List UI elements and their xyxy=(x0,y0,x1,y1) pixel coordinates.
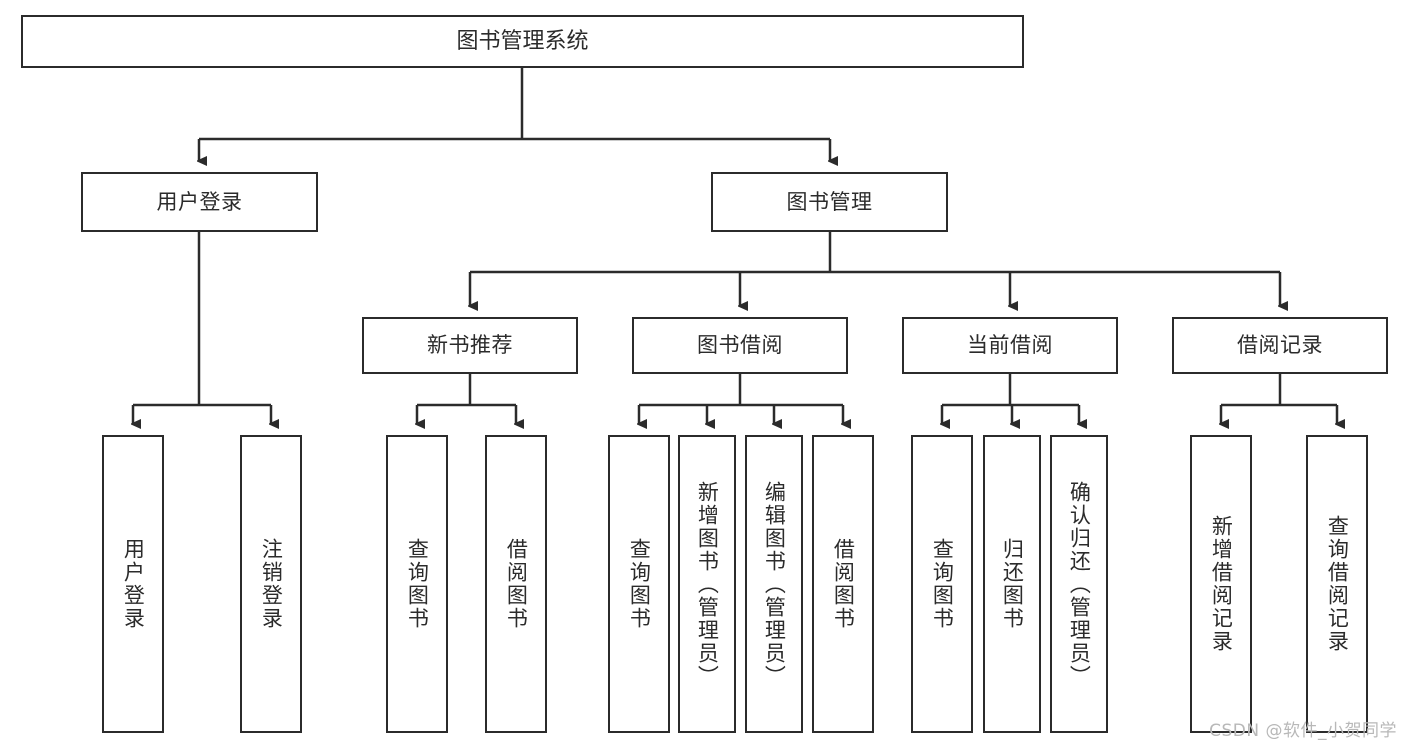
node-leaf-query-book-borrow-label: 查询图书 xyxy=(627,538,652,630)
node-leaf-query-book-rec[interactable]: 查询图书 xyxy=(386,435,448,733)
node-leaf-query-record-label: 查询借阅记录 xyxy=(1325,515,1350,653)
node-leaf-return-book-label: 归还图书 xyxy=(1000,538,1025,630)
node-user-login[interactable]: 用户登录 xyxy=(81,172,318,232)
node-leaf-edit-book-label: 编辑图书（管理员） xyxy=(762,480,787,688)
watermark: CSDN @软件_小贺同学 xyxy=(1209,721,1397,741)
node-leaf-borrow-book-rec[interactable]: 借阅图书 xyxy=(485,435,547,733)
node-leaf-add-record-label: 新增借阅记录 xyxy=(1209,515,1234,653)
node-leaf-query-book-cur-label: 查询图书 xyxy=(930,538,955,630)
node-leaf-borrow-book-label: 借阅图书 xyxy=(831,538,856,630)
node-leaf-return-book[interactable]: 归还图书 xyxy=(983,435,1041,733)
node-leaf-add-book-label: 新增图书（管理员） xyxy=(695,480,720,688)
node-leaf-query-book-borrow[interactable]: 查询图书 xyxy=(608,435,670,733)
node-leaf-logout[interactable]: 注销登录 xyxy=(240,435,302,733)
node-leaf-user-login-label: 用户登录 xyxy=(121,538,146,630)
node-leaf-confirm-return-label: 确认归还（管理员） xyxy=(1067,480,1092,688)
node-leaf-add-record[interactable]: 新增借阅记录 xyxy=(1190,435,1252,733)
node-leaf-add-book[interactable]: 新增图书（管理员） xyxy=(678,435,736,733)
node-root-label: 图书管理系统 xyxy=(456,28,589,54)
node-borrow-record-label: 借阅记录 xyxy=(1237,333,1323,358)
node-current-borrow[interactable]: 当前借阅 xyxy=(902,317,1118,374)
node-leaf-edit-book[interactable]: 编辑图书（管理员） xyxy=(745,435,803,733)
node-borrow-record[interactable]: 借阅记录 xyxy=(1172,317,1388,374)
node-book-borrow-label: 图书借阅 xyxy=(697,333,783,358)
node-current-borrow-label: 当前借阅 xyxy=(967,333,1053,358)
node-new-book-rec-label: 新书推荐 xyxy=(427,333,513,358)
node-leaf-borrow-book-rec-label: 借阅图书 xyxy=(504,538,529,630)
node-leaf-query-book-cur[interactable]: 查询图书 xyxy=(911,435,973,733)
node-book-borrow[interactable]: 图书借阅 xyxy=(632,317,848,374)
node-leaf-user-login[interactable]: 用户登录 xyxy=(102,435,164,733)
node-book-manage[interactable]: 图书管理 xyxy=(711,172,948,232)
node-leaf-borrow-book[interactable]: 借阅图书 xyxy=(812,435,874,733)
node-leaf-query-record[interactable]: 查询借阅记录 xyxy=(1306,435,1368,733)
node-leaf-query-book-rec-label: 查询图书 xyxy=(405,538,430,630)
node-leaf-confirm-return[interactable]: 确认归还（管理员） xyxy=(1050,435,1108,733)
node-leaf-logout-label: 注销登录 xyxy=(259,538,284,630)
node-root-system[interactable]: 图书管理系统 xyxy=(21,15,1024,68)
node-book-manage-label: 图书管理 xyxy=(786,189,873,214)
node-new-book-rec[interactable]: 新书推荐 xyxy=(362,317,578,374)
node-user-login-label: 用户登录 xyxy=(156,189,243,214)
